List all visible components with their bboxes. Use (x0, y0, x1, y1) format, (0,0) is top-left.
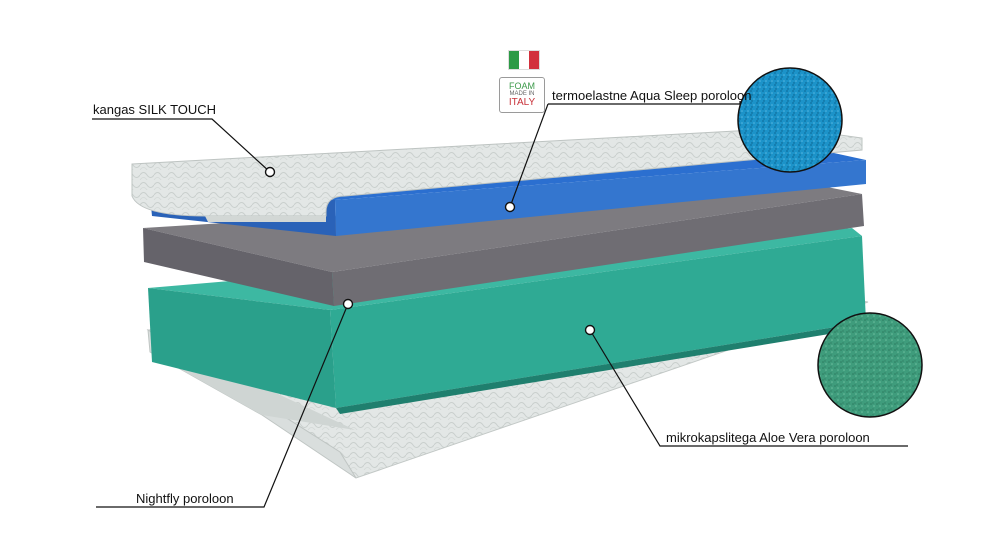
badge-line-2: MADE IN (509, 91, 535, 97)
badge-line-1: FOAM (509, 81, 535, 91)
made-in-italy-badge: FOAM MADE IN ITALY (499, 77, 545, 113)
marker-dot-cover (264, 166, 276, 178)
blue-foam-texture-swatch (737, 67, 843, 173)
flag-green-stripe (509, 51, 519, 69)
label-top-foam: termoelastne Aqua Sleep poroloon (552, 88, 752, 103)
leader-line-top-foam (509, 103, 549, 208)
grey-middle-foam-layer (143, 186, 864, 306)
flag-white-stripe (519, 51, 529, 69)
leader-lines (92, 101, 908, 508)
italy-flag-icon (508, 50, 540, 70)
label-base-foam: mikrokapslitega Aloe Vera poroloon (666, 430, 870, 445)
marker-dot-middle-foam (342, 298, 354, 310)
top-cover-layer (131, 127, 863, 222)
flag-red-stripe (529, 51, 539, 69)
label-cover: kangas SILK TOUCH (93, 102, 217, 117)
marker-dot-base-foam (584, 324, 596, 336)
label-middle-foam: Nightfly poroloon (136, 491, 234, 506)
leader-line-cover (92, 118, 271, 173)
leader-line-base-foam (589, 329, 908, 447)
marker-dots (264, 166, 596, 336)
leader-line-middle-foam (96, 303, 349, 508)
marker-dot-top-foam (504, 201, 516, 213)
green-foam-texture-swatch (817, 312, 923, 418)
badge-line-3: ITALY (508, 97, 536, 108)
